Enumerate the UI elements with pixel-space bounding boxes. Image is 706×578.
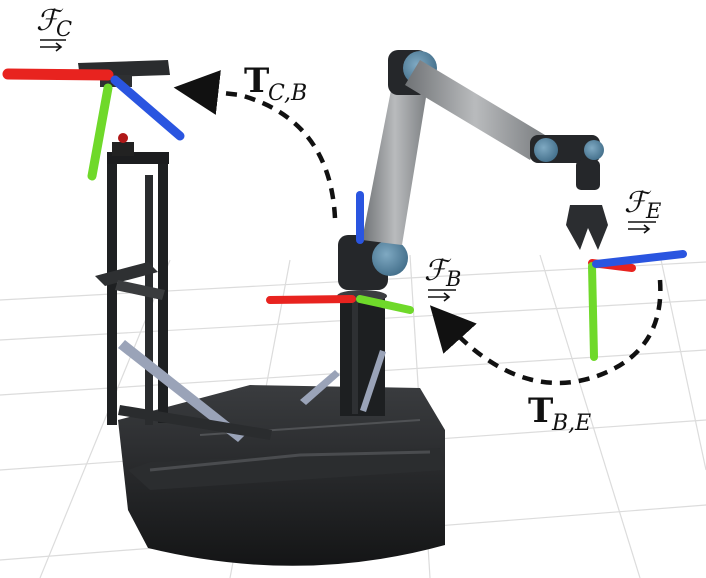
svg-text:B: B xyxy=(445,267,461,291)
camera-mast xyxy=(95,133,272,442)
camera-y-axis xyxy=(87,83,113,181)
base-y-axis xyxy=(356,295,414,314)
camera-z-axis xyxy=(110,75,185,141)
frame-label-end-effector: ℱ E xyxy=(624,185,661,234)
svg-text:E: E xyxy=(645,199,661,223)
svg-text:C,B: C,B xyxy=(268,81,307,106)
transform-arrow-camera-base xyxy=(173,70,338,219)
effector-z-axis xyxy=(592,250,687,268)
transform-label-camera-base: T C,B xyxy=(244,61,307,106)
robot-arm xyxy=(338,50,608,290)
base-x-axis xyxy=(266,295,356,304)
svg-text:C: C xyxy=(56,17,72,41)
svg-text:T: T xyxy=(528,391,553,431)
svg-text:B,E: B,E xyxy=(551,411,591,436)
transform-label-base-effector: T B,E xyxy=(528,391,591,436)
frame-label-base: ℱ B xyxy=(424,253,461,302)
transform-arrow-base-effector xyxy=(429,279,663,386)
camera-frame-axes xyxy=(2,68,185,181)
effector-frame-axes xyxy=(588,250,687,361)
arm-pedestal xyxy=(300,290,387,416)
svg-text:T: T xyxy=(244,61,269,101)
base-frame-axes xyxy=(266,191,414,314)
effector-y-axis xyxy=(588,262,598,361)
camera-x-axis xyxy=(2,68,114,81)
frame-label-camera: ℱ C xyxy=(36,3,72,52)
